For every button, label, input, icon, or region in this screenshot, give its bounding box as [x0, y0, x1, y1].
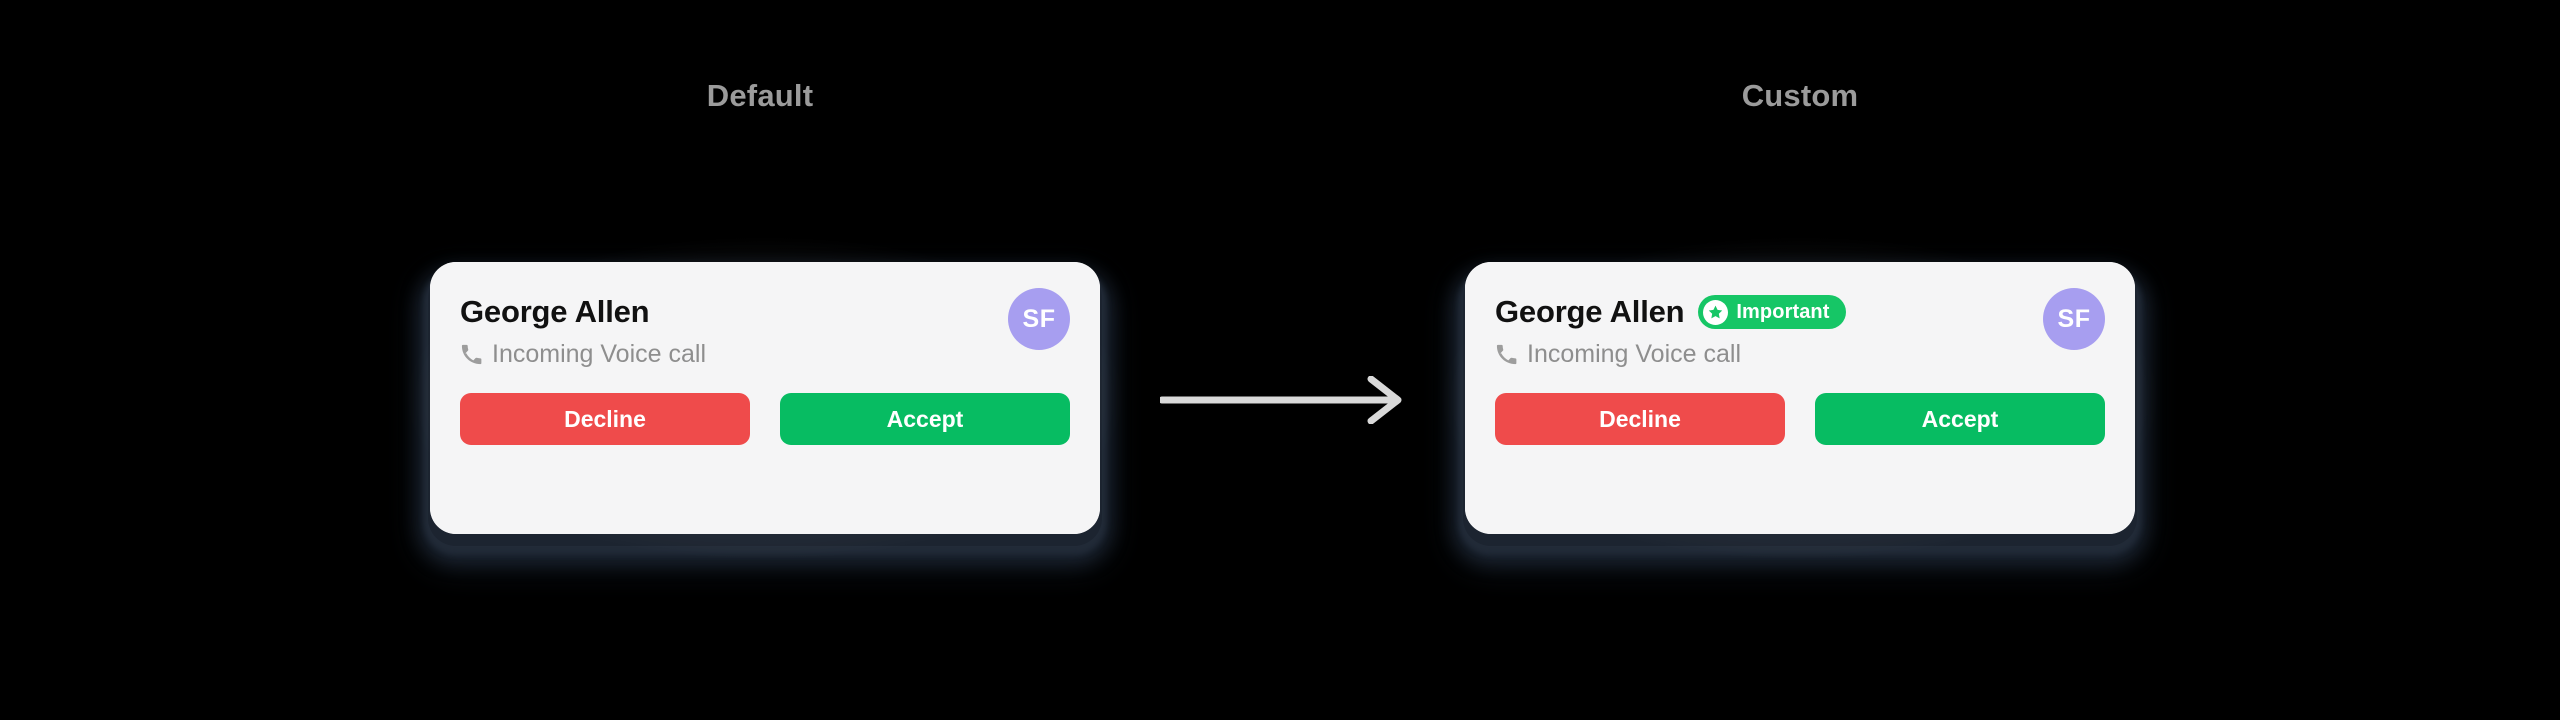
right-arrow-icon — [1158, 375, 1410, 425]
column-caption-default: Default — [706, 78, 814, 113]
subtitle-row-default: Incoming Voice call — [460, 340, 706, 369]
card-surface-custom: George Allen Important — [1465, 262, 2135, 534]
subtitle-row-custom: Incoming Voice call — [1495, 340, 1846, 369]
card-header-text-custom: George Allen Important — [1495, 288, 1846, 369]
phone-icon — [1495, 343, 1518, 366]
status-badge-label: Important — [1736, 300, 1830, 323]
accept-button[interactable]: Accept — [780, 393, 1070, 445]
card-header-text-default: George Allen Incoming Voice call — [460, 288, 706, 369]
avatar: SF — [1008, 288, 1070, 350]
caller-name: George Allen — [460, 294, 650, 329]
notification-card-default: George Allen Incoming Voice call SF Decl… — [404, 236, 1126, 560]
title-row-default: George Allen — [460, 292, 706, 332]
caller-name: George Allen — [1495, 294, 1685, 329]
card-actions-default: Decline Accept — [460, 393, 1070, 445]
card-actions-custom: Decline Accept — [1495, 393, 2105, 445]
call-status-text: Incoming Voice call — [492, 340, 707, 368]
decline-button[interactable]: Decline — [1495, 393, 1785, 445]
column-caption-custom: Custom — [1741, 78, 1859, 113]
accept-button[interactable]: Accept — [1815, 393, 2105, 445]
status-badge-important[interactable]: Important — [1698, 295, 1846, 329]
title-row-custom: George Allen Important — [1495, 292, 1846, 332]
decline-button[interactable]: Decline — [460, 393, 750, 445]
star-icon — [1703, 299, 1729, 325]
avatar: SF — [2043, 288, 2105, 350]
phone-icon — [460, 343, 483, 366]
card-header-custom: George Allen Important — [1495, 288, 2105, 369]
card-surface-default: George Allen Incoming Voice call SF Decl… — [430, 262, 1100, 534]
card-header-default: George Allen Incoming Voice call SF — [460, 288, 1070, 369]
notification-card-custom: George Allen Important — [1439, 236, 2161, 560]
call-status-text: Incoming Voice call — [1527, 340, 1742, 368]
